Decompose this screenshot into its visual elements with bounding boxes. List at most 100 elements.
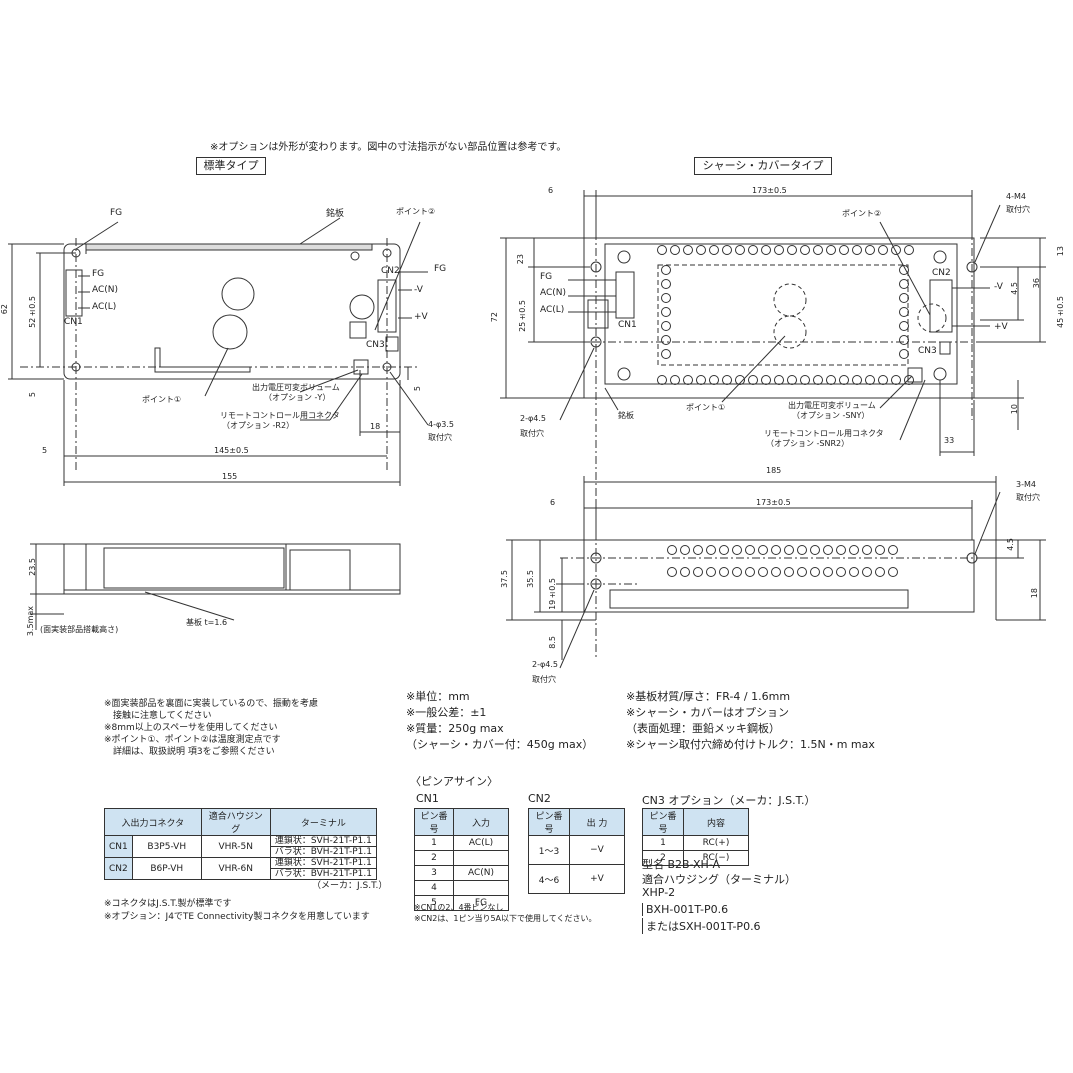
vent-hole — [670, 375, 680, 385]
vent-hole — [722, 375, 732, 385]
vent-hole — [784, 545, 794, 555]
ct-cell: CN1 — [104, 835, 133, 858]
top-note: ※オプションは外形が変わります。図中の寸法指示がない部品位置は参考です。 — [210, 142, 567, 153]
vent-hole — [826, 375, 836, 385]
vent-hole — [680, 545, 690, 555]
vent-hole — [899, 321, 909, 331]
pin-note-1: ※CN1の2、4番ピンなし — [414, 903, 504, 912]
note-right-line: ※シャーシ・カバーはオプション — [626, 706, 789, 719]
pin-cell: 1 — [642, 835, 684, 851]
chs-hole-label-1: 2-φ4.5 — [532, 660, 558, 669]
ct-cell: B3P5-VH — [131, 835, 202, 858]
chs-dim-6: 6 — [550, 498, 556, 507]
ch-minus-v: -V — [994, 282, 1003, 292]
vent-hole — [732, 567, 742, 577]
note-left-line: ※8mm以上のスペーサを使用してください — [104, 723, 278, 733]
std-dim-5a: 5 — [28, 392, 37, 398]
vent-hole — [683, 375, 693, 385]
pin-cell: 2 — [414, 850, 454, 866]
ch-m4-label: 4-M4 — [1006, 192, 1026, 201]
vent-hole — [661, 265, 671, 275]
ch-plus-v: +V — [994, 322, 1008, 332]
note-right-line: ※基板材質/厚さ：FR-4 / 1.6mm — [626, 690, 791, 703]
pin-terminal-2: またはSXH-001T-P0.6 — [642, 918, 761, 934]
pin-cell: 4 — [414, 880, 454, 896]
std-cn1-acn: AC(N) — [92, 285, 119, 295]
std-plate-label: 銘板 — [326, 209, 345, 219]
note-mid-line: （シャーシ・カバー付：450g max） — [406, 738, 594, 751]
std-cap-2 — [212, 314, 248, 350]
ct-cell: VHR-6N — [200, 857, 271, 880]
vent-hole — [661, 307, 671, 317]
std-side-mount-note: (面実装部品搭載高さ) — [40, 625, 119, 634]
vent-hole — [661, 349, 671, 359]
vent-hole — [657, 245, 667, 255]
note-left-line: ※ポイント①、ポイント②は温度測定点です — [104, 735, 281, 745]
std-cn1 — [65, 269, 83, 317]
vent-hole — [836, 567, 846, 577]
chs-dim-185: 185 — [766, 466, 782, 475]
vent-hole — [748, 245, 758, 255]
std-board-label: 基板 t=1.6 — [186, 618, 228, 627]
vent-hole — [899, 335, 909, 345]
std-cn2-label: CN2 — [381, 266, 400, 276]
pin-cell: FG — [453, 895, 509, 911]
note-left-line: ※面実装部品を裏面に実装しているので、振動を考慮 — [104, 699, 318, 709]
pin-cell — [453, 880, 509, 896]
std-dim-5b: 5 — [413, 386, 422, 392]
std-rc-label-2: （オプション -R2） — [222, 421, 295, 430]
vent-hole — [661, 293, 671, 303]
vent-hole — [693, 545, 703, 555]
vent-hole — [732, 545, 742, 555]
vent-hole — [865, 245, 875, 255]
vent-hole — [774, 375, 784, 385]
ch-dim-72: 72 — [490, 312, 499, 323]
pin-cn1-title: CN1 — [416, 792, 439, 805]
vent-hole — [683, 245, 693, 255]
note-left-line: 接触に注意してください — [104, 711, 212, 721]
ch-dim-10: 10 — [1010, 404, 1019, 415]
connector-table-wrap: 入出力コネクタ 適合ハウジング ターミナル CN1 B3P5-VH VHR-5N… — [104, 808, 377, 880]
vent-hole — [862, 545, 872, 555]
ch-fg: FG — [540, 272, 553, 282]
vent-hole — [797, 545, 807, 555]
vent-hole — [706, 545, 716, 555]
vent-hole — [800, 375, 810, 385]
std-side-dim-35: 3.5max — [26, 606, 35, 637]
ch-vr-label-2: （オプション -SNY） — [792, 411, 870, 420]
vent-hole — [661, 279, 671, 289]
ch-vr-label-1: 出力電圧可変ボリューム — [788, 401, 876, 410]
vent-hole — [810, 545, 820, 555]
pin-note-2: ※CN2は、1ピン当り5A以下で使用してください。 — [414, 914, 597, 923]
pin-cell: RC(+) — [683, 835, 749, 851]
vent-hole — [784, 567, 794, 577]
pin-cell: −V — [569, 835, 625, 865]
pin-model: 型名 B2B-XH-A — [642, 858, 721, 871]
pin-cn2-table: ピン番号出 力 1〜3−V 4〜6+V — [528, 808, 625, 894]
vent-hole — [862, 567, 872, 577]
std-rc-label-1: リモートコントロール用コネクタ — [220, 411, 340, 420]
vent-hole — [667, 545, 677, 555]
chs-dim-19: 19±0.5 — [548, 578, 557, 610]
vent-hole — [899, 279, 909, 289]
ct-cell: CN2 — [104, 857, 133, 880]
ct-header: 入出力コネクタ — [104, 808, 202, 836]
vent-hole — [865, 375, 875, 385]
ct-cell: 連鎖状：SVH-21T-P1.1 — [269, 857, 377, 869]
vent-hole — [693, 567, 703, 577]
ch-cn1: CN1 — [618, 320, 637, 330]
ch-point2-label: ポイント② — [842, 209, 882, 218]
std-dim-5c: 5 — [42, 446, 48, 455]
vent-hole — [800, 245, 810, 255]
pin-terminal-1: BXH-001T-P0.6 — [642, 903, 728, 916]
vent-hole — [719, 567, 729, 577]
notes-right: ※基板材質/厚さ：FR-4 / 1.6mm ※シャーシ・カバーはオプション （表… — [626, 689, 875, 753]
vent-hole — [899, 307, 909, 317]
pin-cell: 4〜6 — [528, 864, 570, 894]
ch-dim-45b: 4.5 — [1010, 282, 1019, 295]
vent-hole — [735, 245, 745, 255]
ch-plate-label: 銘板 — [618, 411, 634, 420]
vent-hole — [836, 545, 846, 555]
ch-dim-45: 45±0.5 — [1056, 296, 1065, 328]
